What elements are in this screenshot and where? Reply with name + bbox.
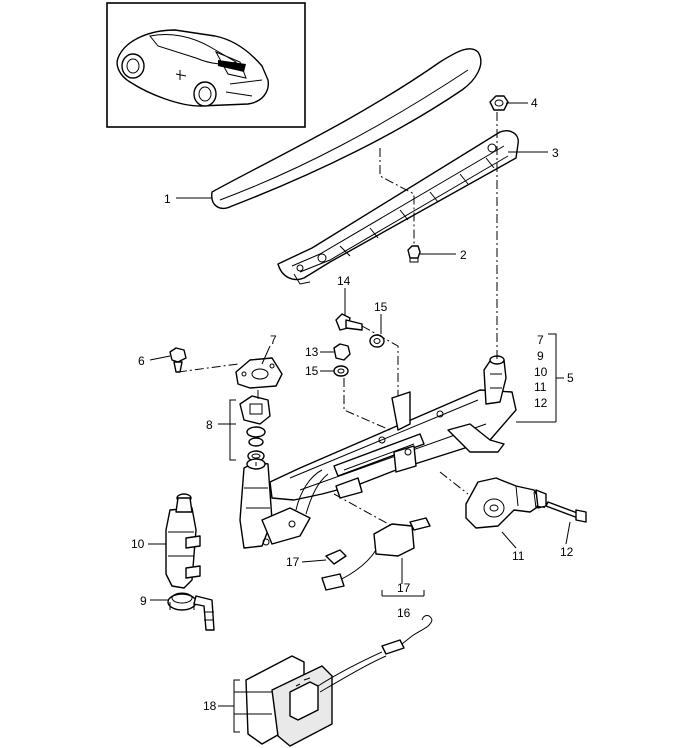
car-illustration [116,29,269,107]
part-17-clip [325,549,347,565]
label-14: 14 [337,274,351,288]
label-7: 7 [270,333,277,347]
part-15-washer-upper [369,334,385,348]
label-group5-11: 11 [534,380,547,394]
part-6-screw [169,347,187,373]
label-15-upper: 15 [374,300,388,314]
label-group5-12: 12 [534,396,548,410]
label-group5-10: 10 [534,365,548,379]
label-1: 1 [164,192,171,206]
label-9: 9 [140,594,147,608]
label-group5-7: 7 [537,333,544,347]
label-6: 6 [138,354,145,368]
part-14-bolt [335,313,363,331]
callout-leaders [148,102,571,733]
part-4-nut [489,95,509,111]
part-8-pivot-assembly [239,395,271,462]
part-16-switch-module [321,517,431,591]
label-2: 2 [460,248,467,262]
label-13: 13 [305,345,319,359]
label-group5-9: 9 [537,349,544,363]
part-3-spoiler-frame [277,130,519,285]
label-17-right: 17 [397,581,411,595]
part-2-clip [407,245,421,263]
part-11-motor [465,477,547,529]
label-8: 8 [206,418,213,432]
assembly-axes [177,112,549,527]
callout-labels: 1 2 3 4 5 6 7 8 9 10 11 12 13 14 15 15 1… [131,96,574,713]
label-11: 11 [512,549,525,563]
part-15-washer-lower [333,365,349,377]
part-13-nut [333,343,351,361]
label-15-lower: 15 [305,364,319,378]
label-10: 10 [131,537,145,551]
label-18: 18 [203,699,217,713]
car-thumbnail [106,2,306,128]
part-10-actuator [165,493,201,589]
part-1-rear-spoiler [211,48,482,210]
label-5: 5 [567,371,574,385]
part-12-bolt [545,501,587,523]
label-4: 4 [531,96,538,110]
part-9-drive-gear [167,592,215,631]
part-18-control-unit [245,615,433,747]
part-7-bracket [235,357,283,389]
label-17-left: 17 [286,555,300,569]
label-12: 12 [560,545,574,559]
label-16: 16 [397,606,411,620]
label-3: 3 [552,146,559,160]
